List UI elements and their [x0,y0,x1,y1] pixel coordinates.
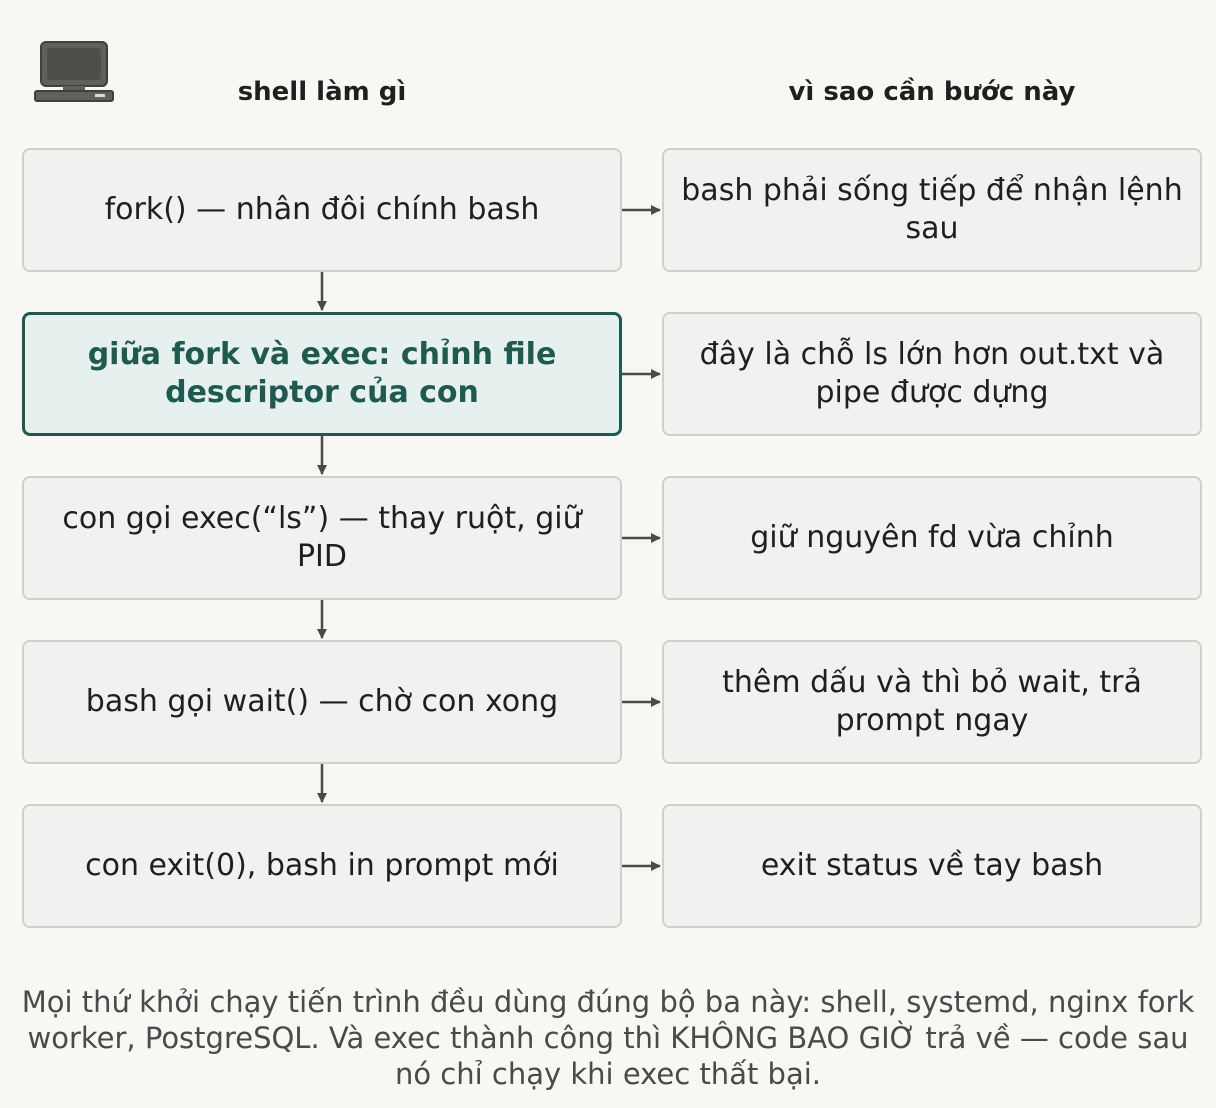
step-2-reason: đây là chỗ ls lớn hơn out.txt và pipe đư… [662,312,1202,436]
step-3-reason: giữ nguyên fd vừa chỉnh [662,476,1202,600]
step-2-action-highlighted: giữa fork và exec: chỉnh file descriptor… [22,312,622,436]
step-5-reason: exit status về tay bash [662,804,1202,928]
column-header-reason: vì sao cần bước này [788,77,1076,107]
step-1-action: fork() — nhân đôi chính bash [22,148,622,272]
step-4-action: bash gọi wait() — chờ con xong [22,640,622,764]
column-header-action: shell làm gì [237,77,407,107]
footer-note: Mọi thứ khởi chạy tiến trình đều dùng đú… [21,985,1195,1091]
step-1-reason: bash phải sống tiếp để nhận lệnh sau [662,148,1202,272]
computer-icon [34,41,114,102]
step-3-action: con gọi exec(“ls”) — thay ruột, giữ PID [22,476,622,600]
step-5-action: con exit(0), bash in prompt mới [22,804,622,928]
step-4-reason: thêm dấu và thì bỏ wait, trả prompt ngay [662,640,1202,764]
